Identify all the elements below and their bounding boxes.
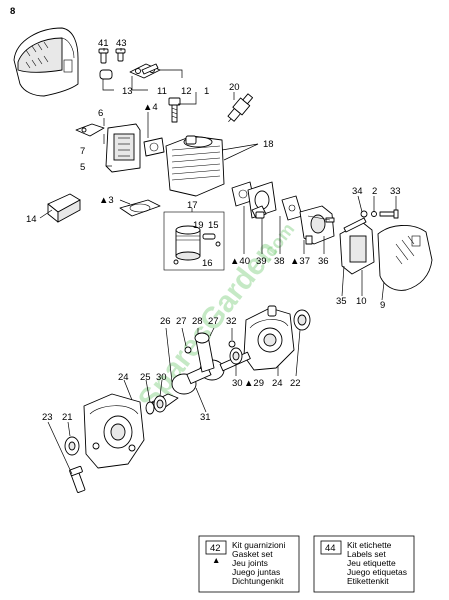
part-number-19: 19 [193, 220, 204, 231]
legend-labels-kit-number: 44 [325, 543, 336, 554]
part-number-37-value: 37 [299, 256, 310, 267]
part-number-26: 26 [160, 316, 171, 327]
exhaust-gasket [143, 137, 165, 157]
part-number-16: 16 [202, 258, 213, 269]
legend-labels-line-3: Jeu etiquette [347, 558, 396, 568]
part-number-30-left: 30 [156, 372, 167, 383]
part-number-30-right: 30 [232, 378, 243, 389]
air-filter-housing [339, 209, 433, 291]
part-number-labels: 8 41 43 13 11 12 1 20 ▲4 6 7 5 18 ▲3 14 … [10, 6, 401, 423]
part-number-8: 8 [10, 6, 15, 17]
part-number-27-left: 27 [176, 316, 187, 327]
part-number-40: ▲40 [230, 256, 250, 267]
legend-labels-line-1: Kit etichette [347, 540, 392, 550]
carburetor [299, 205, 335, 245]
part-number-18: 18 [263, 139, 274, 150]
part-number-39: 39 [256, 256, 267, 267]
oil-seal-right [293, 309, 311, 331]
part-number-11: 11 [157, 86, 167, 97]
part-number-14: 14 [26, 214, 37, 225]
part-number-37: ▲37 [290, 256, 310, 267]
part-number-38: 38 [274, 256, 285, 267]
piston-kit [163, 211, 225, 271]
part-number-35: 35 [336, 296, 347, 307]
cover-screws [98, 48, 126, 80]
part-number-17: 17 [187, 200, 198, 211]
legend-gasket-kit: 42 ▲ Kit guarnizioni Gasket set Jeu join… [198, 535, 300, 593]
part-number-32: 32 [226, 316, 237, 327]
muffler [75, 123, 141, 173]
crankcase-screw [69, 465, 86, 493]
part-number-7: 7 [80, 146, 85, 157]
part-number-6: 6 [98, 108, 103, 119]
gasket-kit-symbol-40: ▲ [230, 256, 239, 267]
part-number-4: ▲4 [143, 102, 158, 113]
muffler-brackets [129, 63, 161, 79]
crankshaft-assembly [151, 332, 251, 409]
part-number-4-value: 4 [152, 102, 157, 113]
part-number-24-left: 24 [118, 372, 129, 383]
legend-gasket-line-5: Dichtungenkit [232, 576, 284, 586]
part-number-22: 22 [290, 378, 301, 389]
gasket-kit-symbol-3: ▲ [99, 195, 108, 206]
part-number-43: 43 [116, 38, 127, 49]
part-number-31: 31 [200, 412, 211, 423]
part-number-27-right: 27 [208, 316, 219, 327]
part-number-28: 28 [192, 316, 203, 327]
leader-lines [39, 48, 397, 475]
legend-gasket-kit-number: 42 [210, 543, 221, 554]
part-number-40-value: 40 [239, 256, 250, 267]
bolt [168, 97, 181, 123]
legend-gasket-line-3: Jeu joints [232, 558, 268, 568]
intake-parts [231, 181, 303, 221]
part-number-5: 5 [80, 162, 85, 173]
legend-gasket-line-4: Juego juntas [232, 567, 280, 577]
part-number-2: 2 [372, 186, 377, 197]
part-number-41: 41 [98, 38, 109, 49]
part-number-9: 9 [380, 300, 385, 311]
part-number-12: 12 [181, 86, 192, 97]
cylinder [165, 135, 225, 197]
base-gasket [119, 199, 161, 217]
part-number-25: 25 [140, 372, 151, 383]
legend-labels-line-5: Etikettenkit [347, 576, 389, 586]
part-number-29-value: 29 [253, 378, 264, 389]
part-number-24-right: 24 [272, 378, 283, 389]
gasket-kit-symbol: ▲ [143, 102, 152, 113]
part-number-1: 1 [204, 86, 209, 97]
part-number-3: ▲3 [99, 195, 114, 206]
oil-seal-left [64, 436, 80, 456]
part-number-15: 15 [208, 220, 219, 231]
gasket-kit-symbol-37: ▲ [290, 256, 299, 267]
crankcase-left [83, 393, 145, 469]
part-number-33: 33 [390, 186, 401, 197]
part-number-34: 34 [352, 186, 363, 197]
legend-gasket-line-1: Kit guarnizioni [232, 540, 286, 550]
part-number-3-value: 3 [108, 195, 113, 206]
spark-plug [227, 93, 254, 123]
legend-labels-line-4: Juego etiquetas [347, 567, 407, 577]
part-number-29: ▲29 [244, 378, 264, 389]
cylinder-cover [13, 27, 79, 97]
crankcase-right [243, 305, 295, 371]
gasket-kit-symbol-29: ▲ [244, 378, 253, 389]
air-filter-element [47, 193, 81, 223]
part-number-20: 20 [229, 82, 240, 93]
part-number-13: 13 [122, 86, 133, 97]
legend-labels-line-2: Labels set [347, 549, 386, 559]
part-number-21: 21 [62, 412, 73, 423]
legend-gasket-line-2: Gasket set [232, 549, 273, 559]
legend-labels-kit: 44 Kit etichette Labels set Jeu etiquett… [313, 535, 415, 593]
part-number-10: 10 [356, 296, 367, 307]
legend-gasket-kit-symbol: ▲ [212, 555, 220, 565]
part-number-36: 36 [318, 256, 329, 267]
part-number-23: 23 [42, 412, 53, 423]
